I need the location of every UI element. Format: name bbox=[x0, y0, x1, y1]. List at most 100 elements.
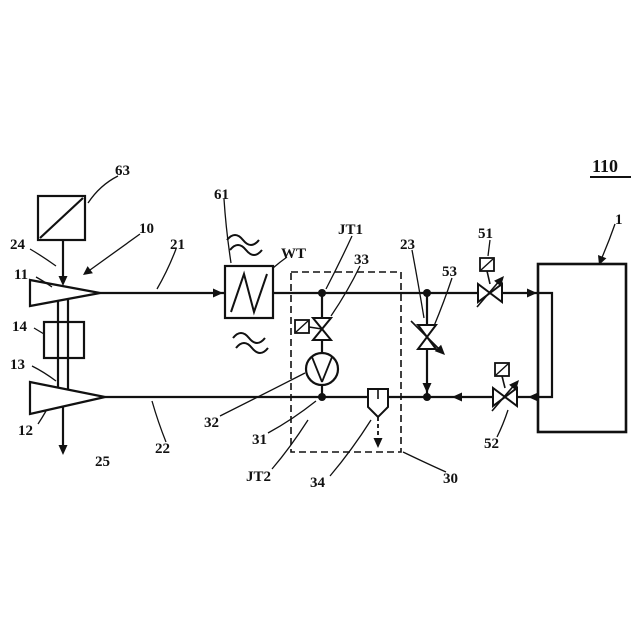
flow-arrows bbox=[58, 276, 538, 455]
arrow-down-outlet-25 bbox=[58, 445, 68, 455]
label-30: 30 bbox=[443, 471, 458, 487]
valve52-right-triangle bbox=[503, 386, 518, 408]
valve33-actuator-link bbox=[308, 326, 323, 330]
label-25: 25 bbox=[95, 454, 110, 470]
junction-dots bbox=[318, 289, 431, 401]
valve53-bottom-triangle bbox=[416, 335, 438, 350]
label-51: 51 bbox=[478, 226, 493, 242]
label-23: 23 bbox=[400, 237, 415, 253]
leader-34 bbox=[329, 419, 372, 477]
leader-22 bbox=[151, 400, 167, 443]
leader-13 bbox=[31, 365, 57, 382]
valve53-stem-arrowhead bbox=[434, 344, 445, 355]
leader-wt bbox=[272, 256, 288, 269]
valve52-actuator-link bbox=[501, 375, 506, 389]
label-61: 61 bbox=[214, 187, 229, 203]
arrow-left-from-box1 bbox=[528, 392, 538, 402]
figure-number: 110 bbox=[592, 156, 618, 176]
valve52-stem-arrowhead bbox=[509, 380, 519, 391]
valve33-top-triangle bbox=[310, 317, 334, 331]
label-12: 12 bbox=[18, 423, 33, 439]
pump-circle-32 bbox=[304, 351, 340, 387]
leader-33 bbox=[330, 265, 361, 317]
valve51-right-triangle bbox=[488, 282, 503, 304]
arrow-down-into-compressor bbox=[58, 276, 68, 286]
leader-jt2 bbox=[271, 419, 309, 470]
separator-body bbox=[367, 388, 389, 419]
arrow-right-into-box1 bbox=[527, 288, 537, 298]
box1-internal-passage bbox=[538, 291, 554, 399]
reference-labels: 63 24 11 10 14 13 12 25 21 22 61 WT JT1 … bbox=[10, 163, 623, 491]
label-21: 21 bbox=[170, 237, 185, 253]
label-33: 33 bbox=[354, 252, 369, 268]
control-valve-51 bbox=[476, 257, 504, 308]
label-34: 34 bbox=[310, 475, 326, 491]
valve52-stem-arrow-line bbox=[491, 382, 517, 412]
label-53: 53 bbox=[442, 264, 457, 280]
junction-bottom-left bbox=[318, 393, 326, 401]
valve33-bottom-triangle bbox=[310, 327, 334, 341]
junction-bottom-right bbox=[423, 393, 431, 401]
circle-32-vane-right bbox=[321, 356, 333, 383]
dashed-boundary-30 bbox=[290, 271, 402, 453]
label-32: 32 bbox=[204, 415, 219, 431]
leader-jt1 bbox=[325, 235, 353, 290]
label-52: 52 bbox=[484, 436, 499, 452]
junction-top-left bbox=[318, 289, 326, 297]
valve51-left-triangle bbox=[477, 282, 492, 304]
circle-32-vane-left bbox=[311, 356, 323, 383]
valve52-actuator-diagonal bbox=[495, 363, 509, 376]
leader-21 bbox=[156, 248, 177, 290]
leader-11 bbox=[35, 276, 53, 288]
valve53-stem-arrow-line bbox=[410, 320, 441, 351]
valve51-actuator-link bbox=[486, 270, 491, 285]
leader-32 bbox=[219, 372, 306, 417]
leader-24 bbox=[29, 248, 57, 267]
label-1: 1 bbox=[615, 212, 623, 228]
label-22: 22 bbox=[155, 441, 170, 457]
leader-23 bbox=[411, 249, 425, 319]
label-63: 63 bbox=[115, 163, 130, 179]
leader-30 bbox=[402, 451, 447, 473]
leader-31 bbox=[267, 400, 317, 434]
label-14: 14 bbox=[12, 319, 28, 335]
label-wt: WT bbox=[281, 246, 306, 262]
leader-61 bbox=[223, 198, 232, 264]
arrow-right-into-wt bbox=[213, 288, 223, 298]
target-box-1 bbox=[536, 262, 628, 434]
leader-arrowheads bbox=[83, 255, 607, 275]
junction-top-right bbox=[423, 289, 431, 297]
leader-1-arrowhead bbox=[598, 255, 607, 265]
arrow-down-separator-drain bbox=[373, 438, 383, 448]
valve53-top-triangle bbox=[416, 324, 438, 339]
valve51-actuator-diagonal bbox=[480, 258, 494, 271]
leader-51 bbox=[487, 239, 491, 257]
label-jt1: JT1 bbox=[338, 222, 363, 238]
label-24: 24 bbox=[10, 237, 26, 253]
label-13: 13 bbox=[10, 357, 25, 373]
leader-12 bbox=[37, 410, 47, 425]
wave-top-2 bbox=[229, 244, 263, 256]
leader-1 bbox=[599, 223, 616, 263]
leader-10-arrowhead bbox=[83, 266, 93, 275]
motor-box-63 bbox=[36, 194, 87, 242]
leader-52 bbox=[496, 409, 509, 438]
jt-valve-33 bbox=[294, 317, 334, 341]
arrow-down-branch-53 bbox=[422, 383, 432, 393]
leader-14 bbox=[33, 327, 45, 335]
valve51-stem-arrow-line bbox=[476, 278, 502, 308]
expander-12 bbox=[28, 380, 106, 416]
phase-separator-34 bbox=[367, 388, 389, 448]
label-11: 11 bbox=[14, 267, 28, 283]
leader-10 bbox=[89, 233, 141, 271]
compressor-11 bbox=[28, 278, 101, 308]
label-10: 10 bbox=[139, 221, 154, 237]
shaft-unit-14 bbox=[42, 320, 86, 360]
motor-box-diagonal bbox=[39, 197, 84, 239]
valve33-actuator-diagonal bbox=[295, 320, 309, 333]
wt-zigzag bbox=[230, 270, 268, 316]
label-jt2: JT2 bbox=[246, 469, 271, 485]
wave-bottom-1 bbox=[232, 332, 266, 344]
